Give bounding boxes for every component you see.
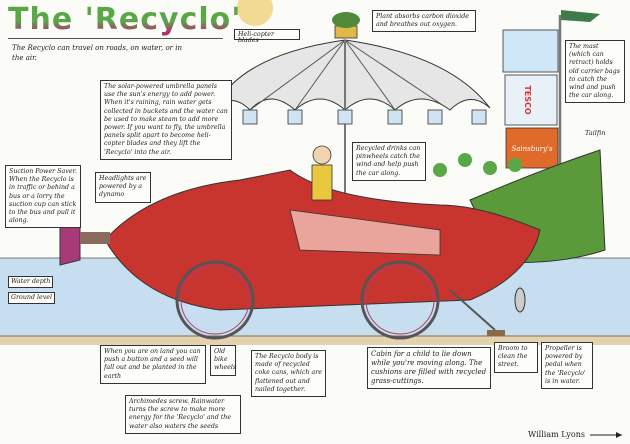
label-bike-wheels: Old bike wheels xyxy=(210,345,236,376)
title-underline xyxy=(8,38,223,39)
ground xyxy=(0,335,630,345)
carrier-bag xyxy=(502,29,559,73)
propeller xyxy=(514,287,526,313)
cabin xyxy=(289,209,441,256)
label-body: The Recyclo body is made of recycled cok… xyxy=(251,350,326,398)
label-ground-level: Ground level xyxy=(8,292,56,305)
label-water-depth: Water depth xyxy=(8,276,54,289)
label-solar-umbrella: The solar-powered umbrella panels use th… xyxy=(100,80,232,160)
label-propeller: Propeller is powered by pedal when the '… xyxy=(541,342,593,390)
subtitle: The Recyclo can travel on roads, on wate… xyxy=(12,44,182,62)
label-seed-button: When you are on land you can push a butt… xyxy=(100,345,206,384)
label-drinks-pinwheels: Recycled drinks can pinwheels catch the … xyxy=(352,142,426,181)
driver xyxy=(312,145,332,165)
bike-wheels xyxy=(175,260,440,340)
label-headlights: Headlights are powered by a dynamo xyxy=(95,172,151,203)
plant xyxy=(332,12,360,28)
label-mast: The mast (which can retract) holds old c… xyxy=(565,40,625,104)
flag xyxy=(561,10,600,22)
label-broom: Broom to clean the street. xyxy=(494,342,538,373)
label-cabin: Cabin for a child to lie down while you'… xyxy=(367,347,491,389)
sainsburys-bag-text: Sainsbury's xyxy=(511,145,553,153)
label-suction: Suction Power Saver. When the Recyclo is… xyxy=(5,165,81,229)
sun xyxy=(237,0,273,26)
arrow-icon xyxy=(616,432,622,438)
page-title: The 'Recyclo' xyxy=(8,2,242,37)
solar-umbrella xyxy=(207,39,491,250)
label-tailfin: Tailfin xyxy=(585,129,606,137)
label-archimedes-screw: Archimedes screw. Rainwater turns the sc… xyxy=(125,395,241,434)
label-plant: Plant absorbs carbon dioxide and breathe… xyxy=(372,10,476,33)
tesco-bag xyxy=(504,74,558,126)
broom xyxy=(487,330,505,336)
signature: William Lyons xyxy=(528,430,585,439)
label-helicopter-blades: Heli-copter blades xyxy=(234,29,300,44)
pinwheels xyxy=(433,153,522,177)
tesco-bag-text: TESCO xyxy=(523,85,532,115)
